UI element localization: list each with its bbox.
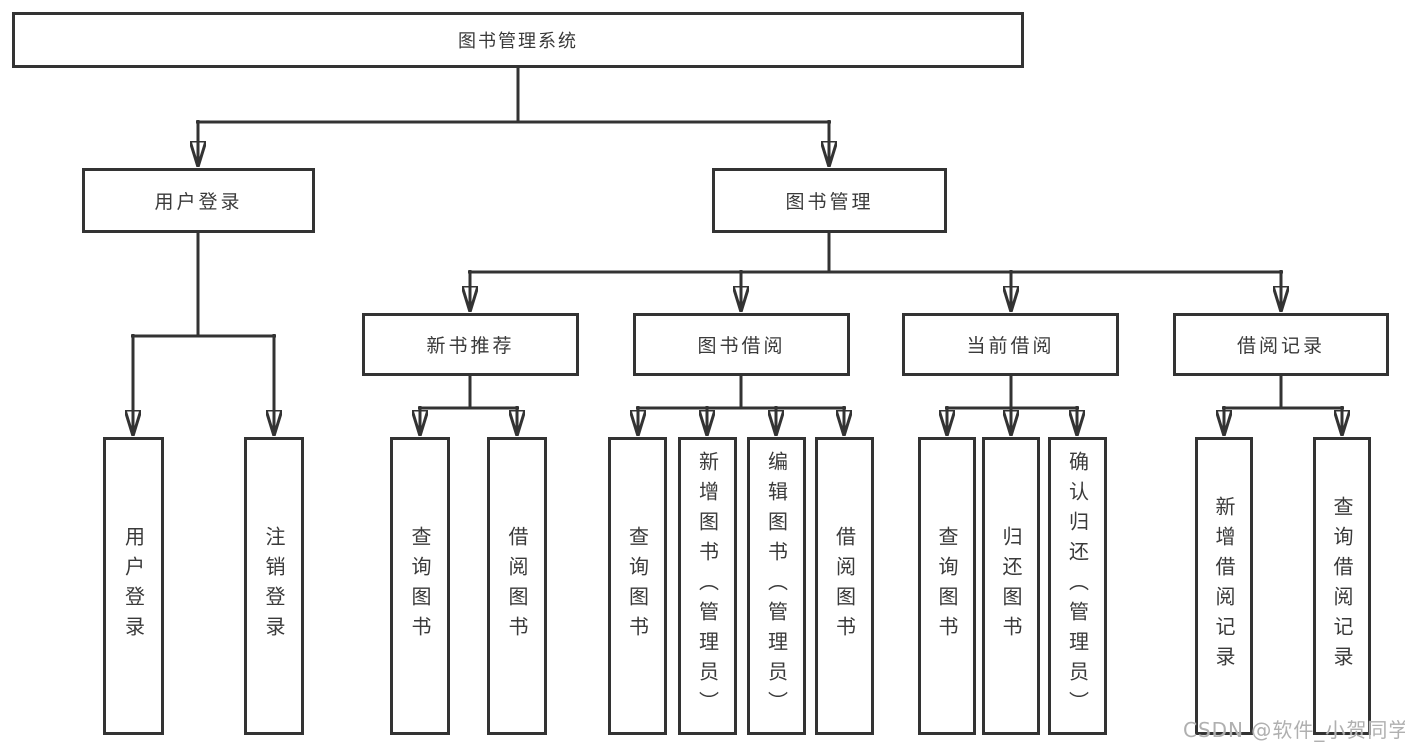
node-borrow-records-label: 借阅记录	[1236, 335, 1325, 357]
node-user-login-group-label: 用户登录	[154, 191, 243, 213]
node-book-management-label: 图书管理	[785, 191, 874, 213]
node-leaf-br-add-record-label: 新增借阅记录	[1212, 496, 1236, 676]
node-leaf-logout-label: 注销登录	[262, 526, 286, 646]
node-new-book-recommend-label: 新书推荐	[426, 335, 515, 357]
node-leaf-bw-add-books-admin-label: 新增图书（管理员）	[695, 451, 720, 721]
node-leaf-bw-edit-books-admin: 编辑图书（管理员）	[747, 437, 806, 735]
node-library-system-label: 图书管理系统	[458, 31, 578, 52]
node-borrow-records: 借阅记录	[1173, 313, 1389, 376]
node-book-borrowing: 图书借阅	[633, 313, 850, 376]
node-leaf-bw-borrow-books: 借阅图书	[815, 437, 874, 735]
node-leaf-br-add-record: 新增借阅记录	[1195, 437, 1253, 735]
node-leaf-bw-borrow-books-label: 借阅图书	[832, 526, 857, 646]
node-leaf-nb-borrow-books-label: 借阅图书	[505, 526, 529, 646]
node-leaf-nb-query-books-label: 查询图书	[408, 526, 432, 646]
node-new-book-recommend: 新书推荐	[362, 313, 579, 376]
node-leaf-br-query-record-label: 查询借阅记录	[1330, 496, 1354, 676]
node-leaf-cb-query-books: 查询图书	[918, 437, 976, 735]
node-leaf-bw-query-books-label: 查询图书	[625, 526, 650, 646]
node-leaf-nb-borrow-books: 借阅图书	[487, 437, 547, 735]
node-library-system: 图书管理系统	[12, 12, 1024, 68]
node-leaf-cb-return-books: 归还图书	[982, 437, 1040, 735]
csdn-watermark: CSDN @软件_小贺同学	[1183, 718, 1405, 742]
node-leaf-br-query-record: 查询借阅记录	[1313, 437, 1371, 735]
node-current-borrowing: 当前借阅	[902, 313, 1119, 376]
node-leaf-cb-confirm-return-admin: 确认归还（管理员）	[1048, 437, 1107, 735]
node-leaf-cb-query-books-label: 查询图书	[935, 526, 959, 646]
node-leaf-cb-return-books-label: 归还图书	[999, 526, 1023, 646]
node-current-borrowing-label: 当前借阅	[966, 335, 1055, 357]
node-book-management: 图书管理	[712, 168, 947, 233]
node-leaf-nb-query-books: 查询图书	[390, 437, 450, 735]
node-leaf-user-login-label: 用户登录	[121, 526, 146, 646]
node-user-login-group: 用户登录	[82, 168, 315, 233]
node-leaf-user-login: 用户登录	[103, 437, 164, 735]
node-leaf-bw-edit-books-admin-label: 编辑图书（管理员）	[764, 451, 789, 721]
node-leaf-cb-confirm-return-admin-label: 确认归还（管理员）	[1065, 451, 1090, 721]
node-book-borrowing-label: 图书借阅	[697, 335, 786, 357]
node-leaf-logout: 注销登录	[244, 437, 304, 735]
node-leaf-bw-add-books-admin: 新增图书（管理员）	[678, 437, 737, 735]
node-leaf-bw-query-books: 查询图书	[608, 437, 667, 735]
